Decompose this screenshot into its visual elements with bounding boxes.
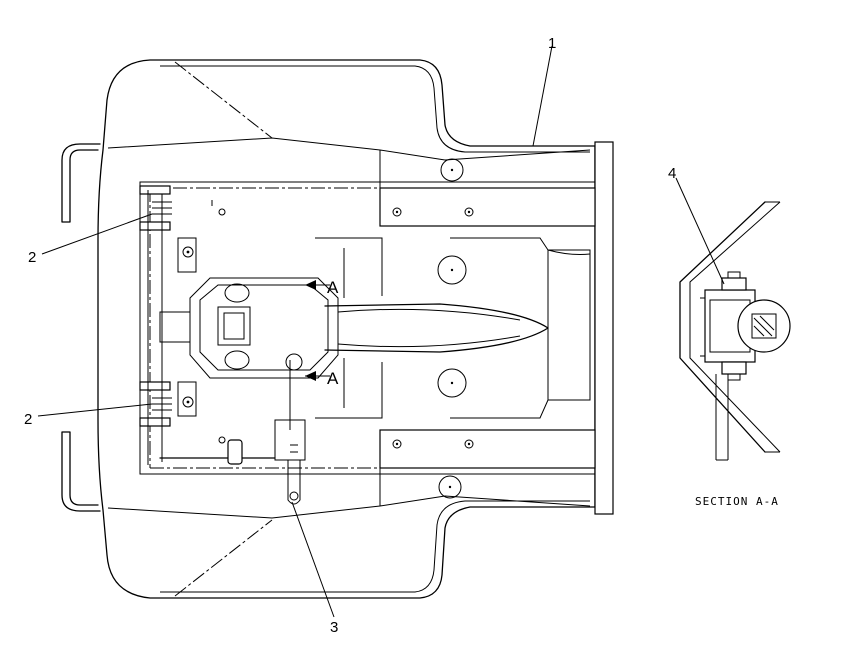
- section-title: SECTION A-A: [695, 495, 779, 508]
- section-plate: [679, 201, 766, 453]
- lever-handle: [287, 460, 301, 505]
- lever-roller: [227, 439, 243, 465]
- platform-outline: [97, 59, 596, 599]
- inner-frame: [139, 181, 596, 475]
- svg-text:A: A: [327, 369, 339, 388]
- svg-text:1: 1: [548, 35, 556, 52]
- platform-outline-inner: [160, 65, 590, 153]
- callout-1: 1: [532, 35, 556, 147]
- callout-3: 3: [291, 501, 338, 636]
- section-a-a-view: SECTION A-A: [679, 201, 791, 508]
- left-handle-top: [61, 143, 101, 223]
- lever-bracket: [274, 419, 306, 461]
- section-rod: [715, 374, 729, 461]
- boss-lower-mid: [437, 368, 467, 398]
- svg-text:2: 2: [28, 249, 36, 266]
- boss-bottom: [438, 475, 462, 499]
- section-pin-top: [721, 277, 747, 291]
- end-plate: [594, 141, 614, 515]
- svg-text:2: 2: [24, 411, 32, 428]
- main-plan-view: A A: [61, 59, 614, 599]
- section-shaft: [737, 299, 791, 353]
- section-marker-lower: A: [305, 369, 339, 388]
- svg-text:A: A: [327, 278, 339, 297]
- drawbar: [324, 303, 549, 353]
- left-handle-bottom: [61, 431, 101, 512]
- svg-text:4: 4: [668, 165, 676, 182]
- boss-upper-mid: [437, 255, 467, 285]
- callout-2-lower: 2: [24, 403, 153, 428]
- center-housing: [189, 277, 339, 379]
- section-pin-bottom: [721, 361, 747, 375]
- callout-4: 4: [668, 165, 725, 285]
- rail-bottom: [379, 429, 596, 469]
- svg-text:3: 3: [330, 619, 338, 636]
- section-marker-upper: A: [305, 278, 339, 297]
- rail-top: [379, 187, 596, 227]
- boss-top: [440, 158, 464, 182]
- callout-2-upper: 2: [28, 213, 153, 266]
